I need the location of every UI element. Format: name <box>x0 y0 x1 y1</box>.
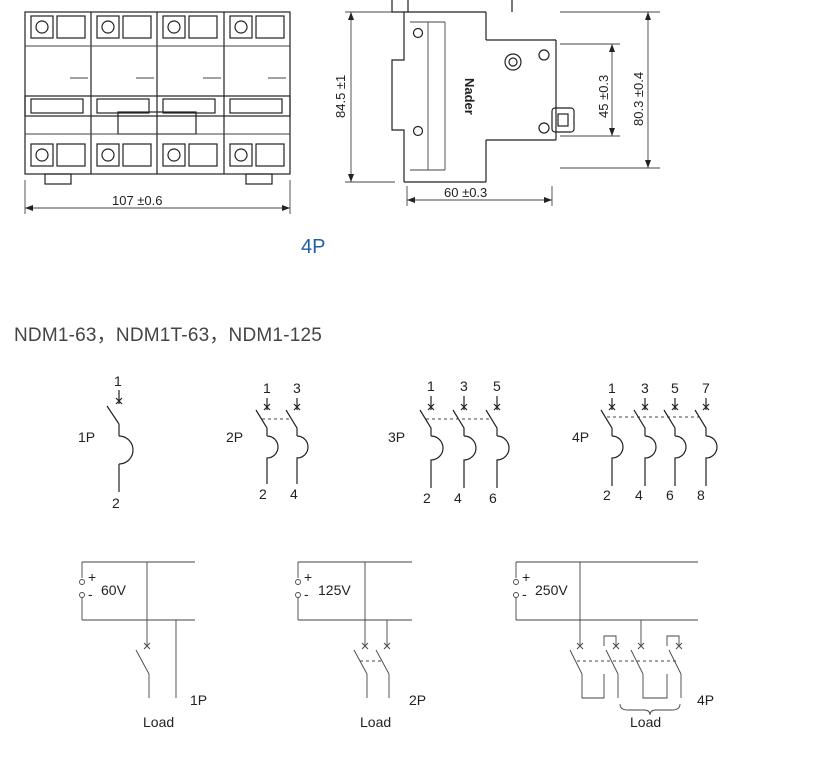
front-view: 107 ±0.6 <box>24 11 291 214</box>
terminal-1p-bottom-2: 2 <box>112 495 120 511</box>
symbol-1p: 1P 1 2 <box>78 373 134 511</box>
terminal-2p-top-3: 3 <box>293 380 301 396</box>
symbol-4p: 4P 1 3 5 7 2 4 6 8 <box>572 380 718 503</box>
circuit-3-voltage: 250V <box>535 582 568 598</box>
circuit-4p: + - 250V 4P Load <box>513 561 714 730</box>
symbol-3p-label: 3P <box>388 429 405 445</box>
drawing-label-4p: 4P <box>301 236 326 258</box>
terminal-4p-bottom-6: 6 <box>666 487 674 503</box>
side-view: 84.5 ±1 Nader 60 ±0.3 <box>333 0 660 206</box>
terminal-3p-top-3: 3 <box>460 378 468 394</box>
circuit-3-plus: + <box>522 569 530 585</box>
symbol-1p-label: 1P <box>78 429 95 445</box>
circuit-2-load: Load <box>360 714 391 730</box>
terminal-3p-bottom-2: 2 <box>423 490 431 506</box>
terminal-4p-top-5: 5 <box>671 380 679 396</box>
circuit-3-load: Load <box>630 714 661 730</box>
terminal-4p-bottom-8: 8 <box>697 487 705 503</box>
terminal-1p-top-1: 1 <box>114 373 122 389</box>
circuit-1-poles: 1P <box>190 692 207 708</box>
brand-text: Nader <box>462 78 477 115</box>
side-height-dim: 84.5 ±1 <box>333 75 348 118</box>
terminal-2p-top-1: 1 <box>263 380 271 396</box>
circuit-1p: + - 60V 1P Load <box>79 561 207 730</box>
circuit-2p: + - 125V 2P Load <box>295 561 426 730</box>
side-depth-dim: 60 ±0.3 <box>444 185 487 200</box>
symbol-3p: 3P 1 3 5 2 4 6 <box>388 378 510 506</box>
circuit-1-minus: - <box>88 586 93 602</box>
circuit-3-poles: 4P <box>697 692 714 708</box>
circuit-1-plus: + <box>88 569 96 585</box>
circuit-2-minus: - <box>304 586 309 602</box>
terminal-4p-top-7: 7 <box>702 380 710 396</box>
series-title: NDM1-63，NDM1T-63，NDM1-125 <box>14 325 323 346</box>
circuit-1-voltage: 60V <box>101 582 127 598</box>
side-mount-dim: 45 ±0.3 <box>596 75 611 118</box>
symbol-2p-label: 2P <box>226 429 243 445</box>
terminal-3p-top-1: 1 <box>427 378 435 394</box>
terminal-2p-bottom-4: 4 <box>290 486 298 502</box>
terminal-4p-top-1: 1 <box>608 380 616 396</box>
terminal-4p-top-3: 3 <box>641 380 649 396</box>
terminal-4p-bottom-2: 2 <box>603 487 611 503</box>
terminal-3p-bottom-6: 6 <box>489 490 497 506</box>
circuit-2-plus: + <box>304 569 312 585</box>
circuit-3-minus: - <box>522 586 527 602</box>
terminal-3p-bottom-4: 4 <box>454 490 462 506</box>
front-width-dim: 107 ±0.6 <box>112 193 163 208</box>
terminal-4p-bottom-4: 4 <box>635 487 643 503</box>
circuit-2-voltage: 125V <box>318 582 351 598</box>
terminal-3p-top-5: 5 <box>493 378 501 394</box>
circuit-2-poles: 2P <box>409 692 426 708</box>
terminal-2p-bottom-2: 2 <box>259 486 267 502</box>
symbol-2p: 2P 1 3 2 4 <box>226 380 309 502</box>
side-total-dim: 80.3 ±0.4 <box>631 72 646 126</box>
symbol-4p-label: 4P <box>572 429 589 445</box>
circuit-1-load: Load <box>143 714 174 730</box>
